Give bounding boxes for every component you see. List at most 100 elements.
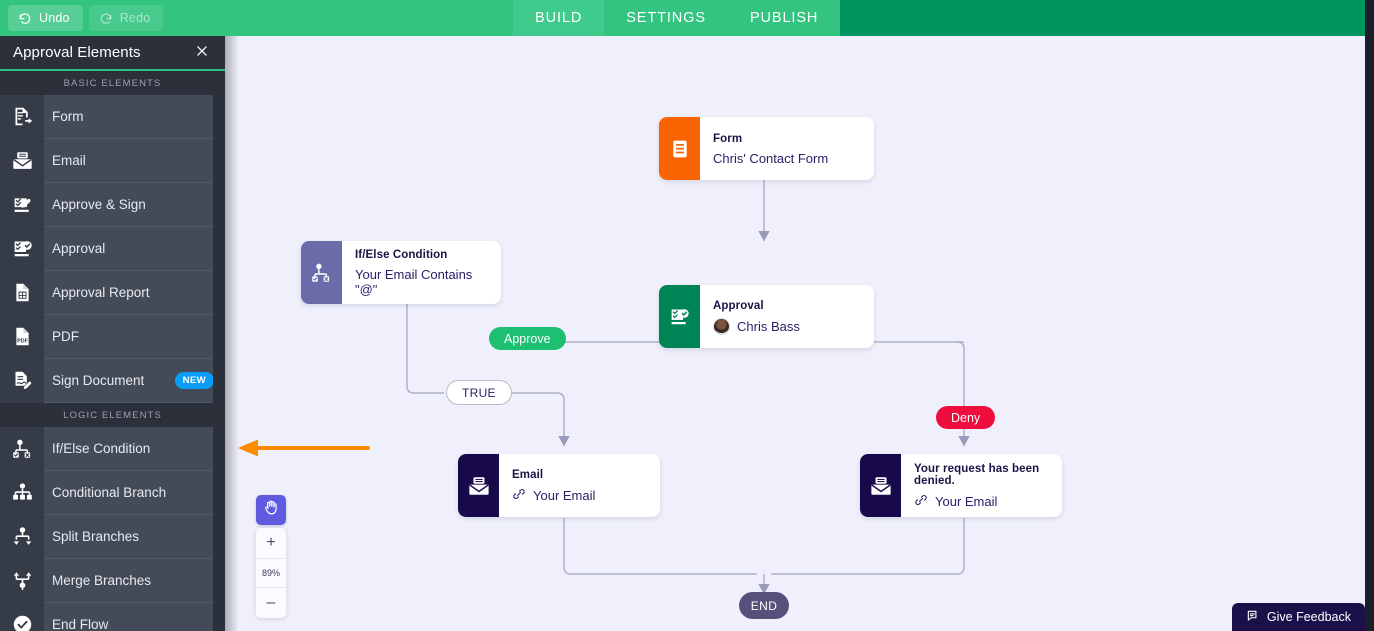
merge-branches-icon: [0, 558, 44, 603]
undo-button[interactable]: Undo: [8, 5, 83, 31]
top-bar-filler: [840, 0, 1374, 36]
sidebar-item-label: If/Else Condition: [52, 441, 151, 456]
email-node-icon: [860, 454, 901, 517]
history-controls: Undo Redo: [0, 0, 513, 36]
main-tabs: BUILD SETTINGS PUBLISH: [513, 0, 840, 36]
email-node-icon: [458, 454, 499, 517]
node-subtitle-row: Your Email: [914, 493, 1048, 510]
sidebar-item-sign-document[interactable]: Sign Document NEW: [0, 358, 225, 403]
sidebar-item-merge-branches[interactable]: Merge Branches: [0, 558, 225, 603]
split-branches-icon: [0, 514, 44, 559]
approve-sign-icon: [0, 182, 44, 227]
node-subtitle-row: Your Email: [512, 487, 595, 504]
approval-icon: [0, 226, 44, 271]
feedback-icon: [1246, 609, 1260, 626]
branch-label-deny[interactable]: Deny: [936, 406, 996, 429]
flow-canvas[interactable]: Form Chris' Contact Form Approval: [239, 36, 1365, 631]
give-feedback-label: Give Feedback: [1266, 610, 1351, 624]
if-else-condition-icon: [0, 426, 44, 471]
pdf-icon: PDF: [0, 314, 44, 359]
sidebar-item-split-branches[interactable]: Split Branches: [0, 514, 225, 559]
node-subtitle: Your Email Contains "@": [355, 267, 473, 297]
sidebar-item-label: Conditional Branch: [52, 485, 167, 500]
section-label-basic-elements: BASIC ELEMENTS: [0, 71, 225, 95]
close-icon[interactable]: [192, 42, 212, 64]
status-badge: NEW: [174, 372, 214, 389]
conditional-branch-icon: [0, 470, 44, 515]
sidebar-item-label: PDF: [52, 329, 79, 344]
tab-publish[interactable]: PUBLISH: [728, 0, 840, 36]
link-icon: [512, 487, 526, 504]
branch-label-approve[interactable]: Approve: [489, 327, 566, 350]
flow-node-approval[interactable]: Approval Chris Bass: [659, 285, 874, 348]
top-bar: Undo Redo BUILD SETTINGS PUBLISH: [0, 0, 1374, 36]
if-else-node-icon: [301, 241, 342, 304]
section-label-logic-elements: LOGIC ELEMENTS: [0, 403, 225, 427]
pan-tool-button[interactable]: [256, 495, 286, 525]
right-edge-strip: [1365, 0, 1374, 631]
approval-report-icon: [0, 270, 44, 315]
avatar: [713, 317, 730, 335]
zoom-in-button[interactable]: +: [266, 534, 276, 551]
sidebar-item-label: Email: [52, 153, 86, 168]
redo-button[interactable]: Redo: [88, 5, 164, 31]
sidebar-item-pdf[interactable]: PDF PDF: [0, 314, 225, 359]
sidebar-item-label: End Flow: [52, 617, 109, 631]
sidebar-item-end-flow[interactable]: End Flow: [0, 602, 225, 631]
node-title: Approval: [713, 299, 764, 312]
node-title: Your request has been denied.: [914, 462, 1040, 487]
form-node-icon: [659, 117, 700, 180]
end-flow-icon: [0, 602, 44, 631]
undo-label: Undo: [39, 11, 70, 25]
sidebar-item-label: Sign Document: [52, 373, 145, 388]
undo-icon: [18, 11, 32, 25]
sidebar-scrollbar[interactable]: [213, 71, 225, 631]
zoom-controls: + 89% –: [256, 528, 286, 618]
flow-node-if-else[interactable]: If/Else Condition Your Email Contains "@…: [301, 241, 501, 304]
sidebar-title: Approval Elements: [13, 44, 141, 61]
sidebar-item-form[interactable]: Form: [0, 94, 225, 139]
node-subtitle: Your Email: [935, 493, 998, 509]
form-icon: [0, 94, 44, 139]
sidebar-item-if-else-condition[interactable]: If/Else Condition: [0, 426, 225, 471]
redo-icon: [99, 11, 113, 25]
sidebar-item-label: Approve & Sign: [52, 197, 146, 212]
node-subtitle: Your Email: [533, 487, 596, 503]
redo-label: Redo: [119, 11, 151, 25]
node-title: If/Else Condition: [355, 249, 448, 261]
sidebar-header: Approval Elements: [0, 36, 225, 71]
hand-icon: [263, 499, 280, 521]
elements-sidebar: Approval Elements BASIC ELEMENTS Form: [0, 36, 225, 631]
sidebar-item-approval[interactable]: Approval: [0, 226, 225, 271]
zoom-out-button[interactable]: –: [266, 594, 276, 611]
flow-node-email-true[interactable]: Email Your Email: [458, 454, 660, 517]
tab-build[interactable]: BUILD: [513, 0, 605, 36]
flow-node-end[interactable]: END: [739, 592, 789, 619]
give-feedback-button[interactable]: Give Feedback: [1231, 603, 1365, 631]
email-icon: [0, 138, 44, 183]
branch-label-true[interactable]: TRUE: [446, 380, 512, 405]
tab-settings[interactable]: SETTINGS: [604, 0, 728, 36]
sidebar-item-label: Approval: [52, 241, 106, 256]
link-icon: [914, 493, 928, 510]
sidebar-item-label: Form: [52, 109, 84, 124]
sidebar-item-label: Approval Report: [52, 285, 150, 300]
sign-document-icon: [0, 358, 44, 403]
sidebar-item-approval-report[interactable]: Approval Report: [0, 270, 225, 315]
zoom-level: 89%: [256, 558, 286, 588]
approval-node-icon: [659, 285, 700, 348]
svg-text:PDF: PDF: [17, 339, 29, 345]
node-title: Form: [713, 132, 743, 145]
sidebar-item-label: Split Branches: [52, 529, 140, 544]
sidebar-item-label: Merge Branches: [52, 573, 152, 588]
sidebar-item-conditional-branch[interactable]: Conditional Branch: [0, 470, 225, 515]
node-subtitle: Chris' Contact Form: [713, 150, 829, 166]
sidebar-item-email[interactable]: Email: [0, 138, 225, 183]
flow-node-email-deny[interactable]: Your request has been denied. Your Email: [860, 454, 1062, 517]
node-subtitle: Chris Bass: [737, 318, 800, 334]
node-subtitle-row: Chris Bass: [713, 317, 800, 335]
sidebar-item-approve-sign[interactable]: Approve & Sign: [0, 182, 225, 227]
sidebar-shadow: [225, 36, 239, 631]
flow-node-form[interactable]: Form Chris' Contact Form: [659, 117, 874, 180]
